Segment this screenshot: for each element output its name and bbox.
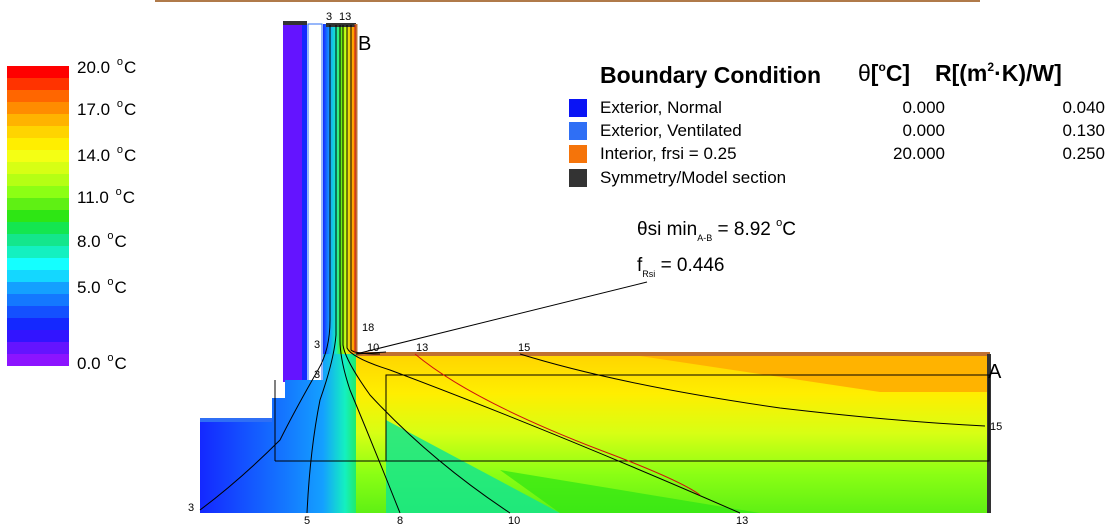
legend-row-theta: 0.000	[902, 98, 945, 117]
scale-segment	[7, 150, 69, 162]
outer-cladding	[283, 22, 305, 382]
scale-segment	[7, 354, 69, 366]
scale-segment	[7, 186, 69, 198]
isotherms	[199, 25, 986, 514]
outer-cladding-edge	[302, 22, 307, 382]
legend-row-name: Symmetry/Model section	[600, 168, 787, 187]
scale-segment	[7, 210, 69, 222]
scale-segment	[7, 78, 69, 90]
slab-outline	[385, 374, 990, 462]
cladding-cap	[283, 21, 307, 25]
cool-zone-bottom	[386, 420, 560, 513]
theta-si-min-label: θsi minA-B = 8.92 oC	[637, 217, 796, 243]
scale-segment	[7, 246, 69, 258]
scale-segment	[7, 294, 69, 306]
scale-label: 0.0 oC	[77, 352, 127, 373]
legend-row-r: 0.250	[1062, 144, 1105, 163]
legend-row-theta: 20.000	[893, 144, 945, 163]
scale-segment	[7, 198, 69, 210]
iso-label-b10: 10	[508, 515, 520, 526]
foundation-outer	[200, 380, 323, 513]
scale-segment	[7, 138, 69, 150]
iso-label-top-13: 13	[339, 11, 351, 23]
iso-label-b13: 13	[736, 515, 748, 526]
color-scale: 20.0 oC 17.0 oC 14.0 oC 11.0 oC 8.0 oC 5.0 oC…	[0, 0, 160, 380]
scale-segment	[7, 306, 69, 318]
legend-title: Boundary Condition	[600, 62, 822, 88]
scale-segment	[7, 114, 69, 126]
foundation-edge	[200, 418, 272, 422]
wall-cap	[326, 23, 356, 27]
iso-label-13: 13	[416, 342, 428, 354]
scale-segment	[7, 330, 69, 342]
iso-label-r15: 15	[990, 421, 1002, 433]
iso-label-top-3: 3	[326, 11, 332, 23]
iso-label-3b: 3	[314, 369, 320, 381]
iso-label-10: 10	[367, 342, 379, 354]
iso-label-15: 15	[518, 342, 530, 354]
point-a-label: A	[988, 361, 1002, 383]
scale-segment	[7, 90, 69, 102]
legend-swatch	[569, 99, 587, 117]
legend-row: Symmetry/Model section	[569, 168, 1109, 189]
isotherm-fRsi	[354, 25, 701, 496]
annotation-leader-2	[355, 351, 387, 355]
scale-label: 20.0 oC	[77, 56, 137, 77]
legend-r-header: R[(m2·K)/W]	[935, 60, 1062, 86]
legend-row: Exterior, Normal 0.000 0.040	[569, 98, 1109, 119]
scale-segment	[7, 102, 69, 114]
iso-label-18: 18	[362, 322, 374, 334]
scale-label: 5.0 oC	[77, 276, 127, 297]
scale-segment	[7, 174, 69, 186]
annotation-leader	[355, 281, 648, 355]
f-rsi-label: fRsi = 0.446	[637, 255, 725, 279]
scale-segment	[7, 258, 69, 270]
iso-label-3c: 3	[188, 502, 194, 514]
point-b-label: B	[358, 33, 371, 55]
legend-row-name: Exterior, Ventilated	[600, 121, 742, 140]
legend-row: Exterior, Ventilated 0.000 0.130	[569, 121, 1109, 142]
legend-row-r: 0.040	[1062, 98, 1105, 117]
scale-segment	[7, 234, 69, 246]
scale-label: 8.0 oC	[77, 230, 127, 251]
legend-swatch	[569, 169, 587, 187]
legend-row-r: 0.130	[1062, 121, 1105, 140]
scale-segment	[7, 270, 69, 282]
scale-label: 14.0 oC	[77, 144, 137, 165]
ventilated-gap	[307, 23, 323, 385]
legend-row-name: Interior, frsi = 0.25	[600, 144, 737, 163]
scale-segment	[7, 126, 69, 138]
scale-segment	[7, 162, 69, 174]
legend-row: Interior, frsi = 0.25 20.000 0.250	[569, 144, 1109, 165]
scale-segment	[7, 318, 69, 330]
legend-swatch	[569, 145, 587, 163]
iso-label-b5: 5	[304, 515, 310, 526]
top-border-line	[155, 0, 980, 2]
legend-row-name: Exterior, Normal	[600, 98, 722, 117]
legend-swatch	[569, 122, 587, 140]
iso-label-b8: 8	[397, 515, 403, 526]
scale-label: 17.0 oC	[77, 98, 137, 119]
scale-segment	[7, 282, 69, 294]
scale-label: 11.0 oC	[77, 186, 135, 207]
scale-segment	[7, 66, 69, 78]
mid-zone-bottom	[500, 470, 760, 513]
warm-zone	[640, 356, 990, 392]
iso-label-3a: 3	[314, 339, 320, 351]
legend-theta-header: θ[oC]	[858, 60, 911, 86]
scale-segment	[7, 222, 69, 234]
legend-row-theta: 0.000	[902, 121, 945, 140]
scale-segment	[7, 342, 69, 354]
